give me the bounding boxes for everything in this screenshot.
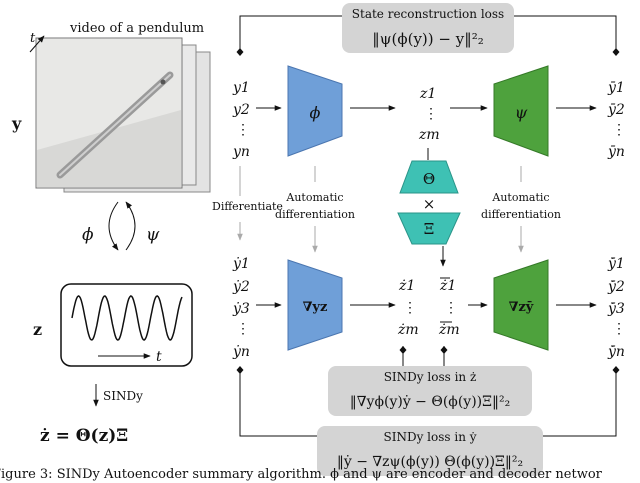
- zdot-column: ż1 ⋮ żm: [397, 278, 419, 338]
- autodiff-right-line2: differentiation: [481, 208, 561, 221]
- zdot-item: ż1: [398, 278, 415, 294]
- ydot-item: ẏn: [232, 344, 250, 360]
- encoder-gradient-label: ∇yz: [303, 300, 328, 315]
- differentiate-label: Differentiate: [212, 200, 283, 213]
- decoder-gradient-network: [493, 259, 549, 351]
- ybar-column: ȳ1 ȳ2 ⋮ ȳn: [607, 80, 626, 160]
- ybar-item: ȳ1: [607, 80, 625, 96]
- sindy-loss-y-bg: [317, 426, 543, 476]
- z-item: z1: [419, 86, 436, 102]
- decoder-gradient-label: ∇zȳ: [509, 300, 534, 315]
- ybardot-item: ȳ̇3: [607, 301, 625, 317]
- ybardot-item: ȳ̇2: [607, 279, 625, 295]
- ydot-item: ẏ2: [232, 279, 250, 295]
- ybardot-item: ⋮: [612, 321, 626, 337]
- encoder-gradient-network: [287, 259, 343, 351]
- ybardot-column: ȳ̇1 ȳ̇2 ȳ̇3 ⋮ ȳ̇n: [607, 256, 626, 360]
- autodiff-right-line1: Automatic: [491, 191, 549, 204]
- sindy-theta: Θ: [423, 170, 435, 188]
- time-arrow: [29, 35, 45, 53]
- sindy-label: SINDy: [103, 389, 143, 403]
- ydot-column: ẏ1 ẏ2 ẏ3 ⋮ ẏn: [232, 256, 250, 360]
- y-column: y1 y2 ⋮ yn: [232, 80, 250, 160]
- sindy-theta-block: [399, 160, 459, 194]
- ydot-item: ẏ1: [232, 256, 250, 272]
- video-label: video of a pendulum: [69, 21, 204, 36]
- sindy-times: ×: [423, 195, 436, 213]
- sindy-xi-block: [397, 212, 461, 245]
- sindy-loss-y-box: SINDy loss in ẏ ‖ẏ − ∇zψ(ϕ(y)) Θ(ϕ(y))Ξ‖…: [317, 426, 543, 476]
- ybardot-item: ȳ̇1: [607, 256, 625, 272]
- z-latent-label: z: [33, 320, 42, 339]
- z-item: ⋮: [424, 106, 438, 122]
- video-frames: [35, 37, 211, 193]
- state-loss-bg: [342, 3, 514, 53]
- decoder-network: [493, 65, 549, 157]
- sindy-loss-z-title: SINDy loss in ż: [384, 370, 477, 384]
- zdot-sindy-item: ż1: [439, 278, 456, 294]
- sindy-loss-z-bg: [328, 366, 532, 416]
- ydot-item: ẏ3: [232, 301, 250, 317]
- psi-label: ψ: [146, 225, 160, 245]
- decoder-label: ψ: [515, 103, 528, 122]
- y-item: y1: [232, 80, 250, 96]
- phi-label: ϕ: [82, 225, 94, 245]
- sindy-loss-y-formula: ‖ẏ − ∇zψ(ϕ(y)) Θ(ϕ(y))Ξ‖²₂: [337, 454, 523, 470]
- encoder-network: [287, 65, 343, 157]
- state-loss-title: State reconstruction loss: [352, 7, 504, 21]
- sindy-xi: Ξ: [424, 220, 435, 238]
- ybar-item: ȳ2: [607, 102, 625, 118]
- phi-arrow: [108, 201, 119, 251]
- figure-caption: Figure 3: SINDy Autoencoder summary algo…: [0, 467, 602, 482]
- state-loss-box: State reconstruction loss ‖ψ(ϕ(y)) − y‖²…: [342, 3, 514, 53]
- y-item: yn: [232, 144, 250, 160]
- y-item: y2: [232, 102, 250, 118]
- y-item: ⋮: [236, 122, 250, 138]
- sindy-loss-y-title: SINDy loss in ẏ: [383, 430, 476, 444]
- zdot-sindy-column: ż1 ⋮ żm: [438, 277, 460, 338]
- sindy-loss-z-formula: ‖∇yϕ(y)ẏ − Θ(ϕ(y))Ξ‖²₂: [350, 394, 510, 410]
- autodiff-left-line2: differentiation: [275, 208, 355, 221]
- ydot-item: ⋮: [236, 321, 250, 337]
- zdot-sindy-item: żm: [438, 322, 460, 338]
- ybar-item: ȳn: [607, 144, 625, 160]
- encoder-label: ϕ: [310, 103, 321, 122]
- state-loss-formula: ‖ψ(ϕ(y)) − y‖²₂: [372, 30, 483, 48]
- video-time-var: t: [30, 31, 36, 46]
- sindy-loss-z-box: SINDy loss in ż ‖∇yϕ(y)ẏ − Θ(ϕ(y))Ξ‖²₂: [328, 366, 532, 416]
- ybar-item: ⋮: [612, 122, 626, 138]
- z-sine-curve: [71, 295, 183, 341]
- ybardot-item: ȳ̇n: [607, 344, 625, 360]
- plot-time-label: t: [156, 349, 162, 365]
- psi-arrow: [125, 201, 136, 251]
- zdot-sindy-item: ⋮: [444, 300, 458, 316]
- y-input-label: y: [11, 114, 22, 133]
- autodiff-left-line1: Automatic: [285, 191, 343, 204]
- zdot-item: ⋮: [403, 300, 417, 316]
- z-item: zm: [418, 127, 440, 143]
- sindy-equation: ż = Θ(z)Ξ: [40, 426, 128, 446]
- z-timeseries-box: [60, 283, 193, 367]
- zdot-item: żm: [397, 322, 419, 338]
- z-column: z1 ⋮ zm: [418, 86, 440, 143]
